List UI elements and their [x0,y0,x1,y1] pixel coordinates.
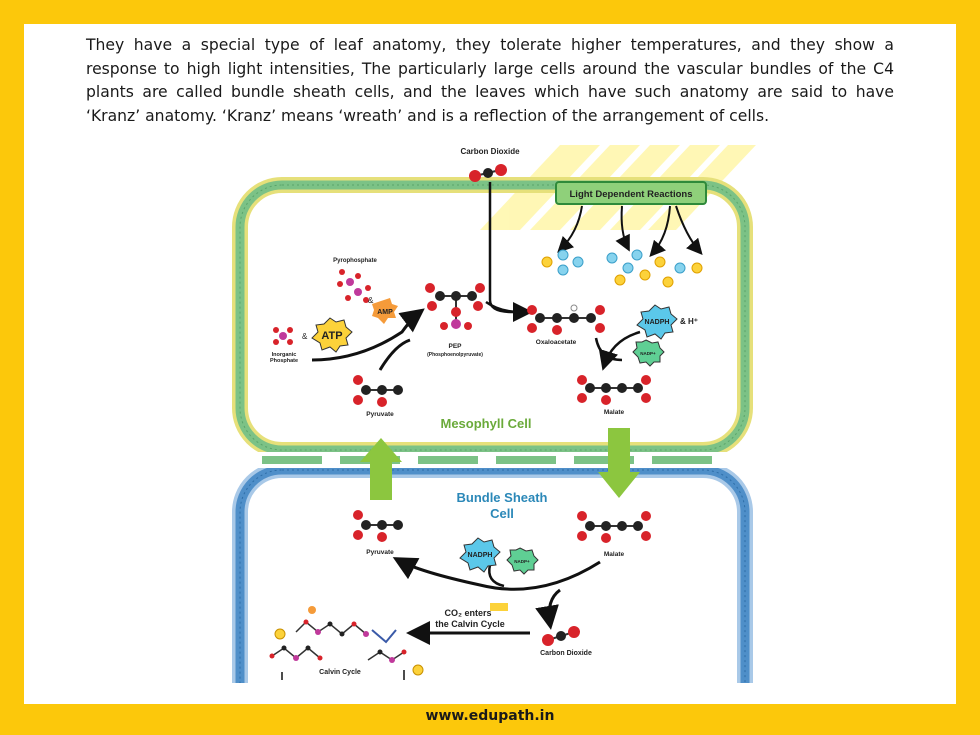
pep-label: PEP [448,343,462,350]
amp-badge: AMP [372,298,398,324]
nadp-top-badge: NADP+ [632,339,665,367]
nadph-bottom-badge: NADPH [459,537,501,573]
pyrophosphate-molecule [337,269,371,303]
pyruvate-to-pep-arrow [311,308,425,362]
co2-top-molecule [469,164,507,182]
svg-text:AMP: AMP [377,309,393,316]
amp-ampersand: & [368,296,374,305]
inorganic-phosphate-label-1: Inorganic [272,352,297,358]
mesophyll-label: Mesophyll Cell [440,416,531,431]
energy-molecule-dots [541,249,703,288]
malate-to-pyruvate-arrow [392,557,601,591]
pyruvate-return-arrow [360,438,402,500]
bundle-sheath-label-1: Bundle Sheath [456,490,547,505]
malate-top-label: Malate [604,409,625,416]
slide-canvas [24,24,956,704]
intro-paragraph: They have a special type of leaf anatomy… [86,36,894,125]
oxaloacetate-molecule [527,304,605,335]
co2-bottom-molecule [542,626,580,646]
nadp-bottom-badge: NADP+ [506,547,539,575]
nadph-arrow [598,330,641,371]
atp-consumption-arrow [378,338,411,371]
h-plus-label: & H⁺ [680,317,698,326]
pyruvate-top-label: Pyruvate [366,411,394,418]
atp-ampersand: & [302,332,308,341]
nadp-reduction-arrow [488,564,505,588]
svg-text:NADPH: NADPH [468,552,493,559]
atp-badge: ATP [311,317,353,353]
inorganic-phosphate-molecule [273,327,293,345]
malate-top-molecule [577,375,651,405]
svg-text:NADPH: NADPH [645,319,670,326]
bundle-sheath-label-2: Cell [490,506,514,521]
carbon-dioxide-top-label: Carbon Dioxide [460,147,520,156]
malate-bottom-molecule [577,511,651,543]
co2-enters-label-1: CO₂ enters [444,608,491,618]
highlight-mark [490,603,508,611]
svg-text:NADP+: NADP+ [514,559,530,564]
pyrophosphate-label: Pyrophosphate [333,258,377,264]
light-reactions-label: Light Dependent Reactions [570,189,693,200]
pep-full-label: (Phosphoenolpyruvate) [427,352,483,358]
svg-text:ATP: ATP [321,330,342,342]
light-output-arrows [557,205,703,257]
svg-text:NADP+: NADP+ [640,351,656,356]
malate-transfer-arrow [598,428,640,498]
co2-enters-label-2: the Calvin Cycle [435,619,505,629]
inorganic-phosphate-label-2: Phosphate [270,358,298,364]
website-footer: www.edupath.in [425,708,555,724]
carbon-dioxide-bottom-label: Carbon Dioxide [540,650,592,657]
co2-release-arrow [535,588,561,630]
calvin-cycle-molecules [269,606,424,680]
pep-molecule [425,283,485,330]
light-reactions-box [555,181,707,205]
pyruvate-bottom-label: Pyruvate [366,549,394,556]
malate-bottom-label: Malate [604,551,625,558]
nadph-top-badge: NADPH [636,304,678,340]
oxaloacetate-label: Oxaloacetate [536,339,577,346]
pyruvate-bottom-molecule [353,510,403,542]
calvin-cycle-label: Calvin Cycle [319,669,361,676]
pep-to-oxaloacetate-arrow [485,300,521,314]
pyruvate-top-molecule [353,375,403,407]
